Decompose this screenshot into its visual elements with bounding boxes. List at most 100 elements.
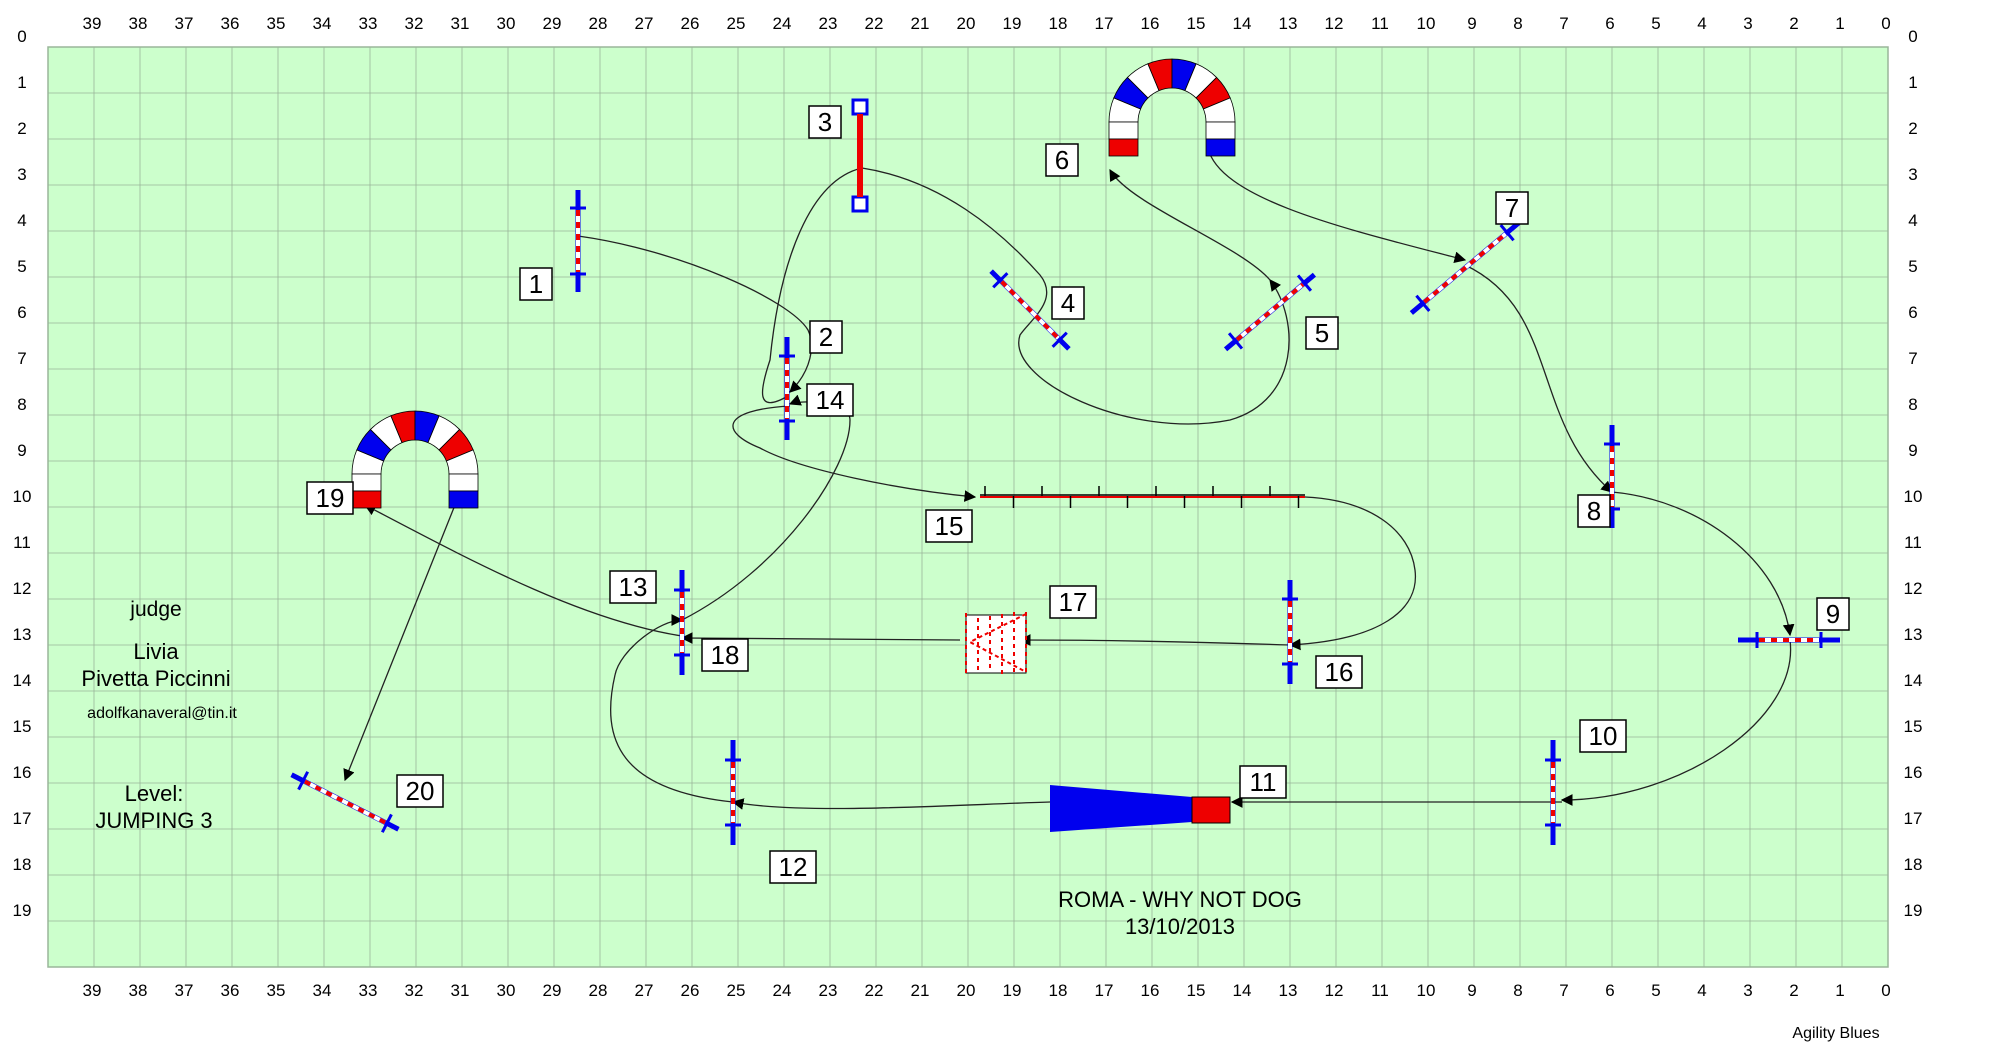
grid-label-bottom: 28 bbox=[589, 981, 608, 1000]
svg-text:5: 5 bbox=[1315, 318, 1329, 348]
grid-label-right: 19 bbox=[1904, 901, 1923, 920]
grid-label-top: 27 bbox=[635, 14, 654, 33]
grid-labels: 3939383837373636353534343333323231313030… bbox=[13, 14, 1923, 1000]
tire-leg bbox=[448, 473, 479, 492]
number-17: 17 bbox=[1049, 585, 1097, 619]
grid-label-right: 3 bbox=[1908, 165, 1917, 184]
obstacle-tire-6 bbox=[1108, 58, 1236, 157]
tire-leg bbox=[1205, 138, 1236, 157]
grid-label-bottom: 23 bbox=[819, 981, 838, 1000]
judge-first-name: Livia bbox=[133, 639, 179, 664]
grid-label-top: 24 bbox=[773, 14, 792, 33]
number-2: 2 bbox=[809, 320, 843, 354]
grid-label-right: 1 bbox=[1908, 73, 1917, 92]
grid-label-right: 8 bbox=[1908, 395, 1917, 414]
obstacle-jump-1 bbox=[570, 190, 586, 292]
grid-label-right: 12 bbox=[1904, 579, 1923, 598]
tire-leg bbox=[351, 473, 382, 492]
svg-text:10: 10 bbox=[1589, 721, 1618, 751]
grid-label-left: 12 bbox=[13, 579, 32, 598]
grid-label-top: 21 bbox=[911, 14, 930, 33]
number-18: 18 bbox=[701, 638, 749, 672]
number-12: 12 bbox=[769, 850, 817, 884]
grid-label-top: 38 bbox=[129, 14, 148, 33]
svg-text:20: 20 bbox=[406, 776, 435, 806]
grid-label-bottom: 31 bbox=[451, 981, 470, 1000]
grid-label-top: 26 bbox=[681, 14, 700, 33]
grid-label-top: 17 bbox=[1095, 14, 1114, 33]
grid-label-bottom: 22 bbox=[865, 981, 884, 1000]
grid-label-left: 18 bbox=[13, 855, 32, 874]
grid-label-top: 18 bbox=[1049, 14, 1068, 33]
grid-label-top: 2 bbox=[1789, 14, 1798, 33]
obstacle-jump-7 bbox=[1409, 221, 1521, 315]
grid-label-bottom: 17 bbox=[1095, 981, 1114, 1000]
grid-label-bottom: 29 bbox=[543, 981, 562, 1000]
obstacle-jump-8 bbox=[1604, 425, 1620, 528]
obstacle-jump-9 bbox=[1738, 632, 1840, 648]
judge-email: adolfkanaveral@tin.it bbox=[87, 705, 237, 722]
grid-label-top: 7 bbox=[1559, 14, 1568, 33]
svg-text:9: 9 bbox=[1826, 599, 1840, 629]
grid-label-bottom: 38 bbox=[129, 981, 148, 1000]
obstacle-jump-5 bbox=[1223, 272, 1317, 352]
judge-label: judge bbox=[129, 598, 181, 621]
grid-label-bottom: 36 bbox=[221, 981, 240, 1000]
grid-label-top: 36 bbox=[221, 14, 240, 33]
svg-text:19: 19 bbox=[316, 483, 345, 513]
grid-label-left: 17 bbox=[13, 809, 32, 828]
grid-label-bottom: 16 bbox=[1141, 981, 1160, 1000]
number-5: 5 bbox=[1305, 316, 1339, 350]
tire-leg bbox=[351, 490, 382, 509]
grid-label-left: 10 bbox=[13, 487, 32, 506]
grid-label-top: 6 bbox=[1605, 14, 1614, 33]
svg-text:11: 11 bbox=[1250, 767, 1277, 797]
grid-label-left: 9 bbox=[17, 441, 26, 460]
svg-text:1: 1 bbox=[529, 269, 543, 299]
svg-text:2: 2 bbox=[819, 322, 833, 352]
number-6: 6 bbox=[1045, 143, 1079, 177]
grid-label-bottom: 25 bbox=[727, 981, 746, 1000]
grid-label-bottom: 14 bbox=[1233, 981, 1252, 1000]
grid-label-bottom: 11 bbox=[1371, 981, 1389, 1000]
grid-label-right: 16 bbox=[1904, 763, 1923, 782]
grid-label-left: 5 bbox=[17, 257, 26, 276]
grid-label-bottom: 20 bbox=[957, 981, 976, 1000]
grid-label-left: 19 bbox=[13, 901, 32, 920]
grid-label-top: 39 bbox=[83, 14, 102, 33]
grid-label-bottom: 15 bbox=[1187, 981, 1206, 1000]
obstacle-tire-19 bbox=[351, 410, 479, 509]
grid-label-right: 5 bbox=[1908, 257, 1917, 276]
dog-path bbox=[343, 147, 1795, 810]
grid-label-top: 34 bbox=[313, 14, 332, 33]
grid-label-bottom: 26 bbox=[681, 981, 700, 1000]
grid-label-left: 3 bbox=[17, 165, 26, 184]
grid-label-bottom: 27 bbox=[635, 981, 654, 1000]
grid-label-top: 4 bbox=[1697, 14, 1706, 33]
grid-label-bottom: 1 bbox=[1835, 981, 1844, 1000]
grid-label-left: 0 bbox=[17, 27, 26, 46]
number-3: 3 bbox=[808, 105, 842, 139]
tire-leg bbox=[1108, 138, 1139, 157]
number-20: 20 bbox=[396, 774, 444, 808]
grid-label-bottom: 39 bbox=[83, 981, 102, 1000]
grid-label-left: 13 bbox=[13, 625, 32, 644]
tire-leg bbox=[1205, 121, 1236, 140]
grid-label-top: 28 bbox=[589, 14, 608, 33]
grid-label-top: 1 bbox=[1835, 14, 1844, 33]
grid-label-top: 13 bbox=[1279, 14, 1298, 33]
obstacle-jump-12 bbox=[725, 740, 741, 845]
grid-label-top: 14 bbox=[1233, 14, 1252, 33]
grid-label-top: 12 bbox=[1325, 14, 1344, 33]
number-15: 15 bbox=[925, 509, 973, 543]
grid-label-left: 7 bbox=[17, 349, 26, 368]
grid-label-top: 25 bbox=[727, 14, 746, 33]
grid-label-bottom: 3 bbox=[1743, 981, 1752, 1000]
grid-label-top: 33 bbox=[359, 14, 378, 33]
number-1: 1 bbox=[519, 267, 553, 301]
level-value: JUMPING 3 bbox=[95, 808, 212, 833]
grid-label-top: 23 bbox=[819, 14, 838, 33]
number-10: 10 bbox=[1579, 719, 1627, 753]
grid-label-bottom: 5 bbox=[1651, 981, 1660, 1000]
grid-label-left: 1 bbox=[17, 73, 26, 92]
